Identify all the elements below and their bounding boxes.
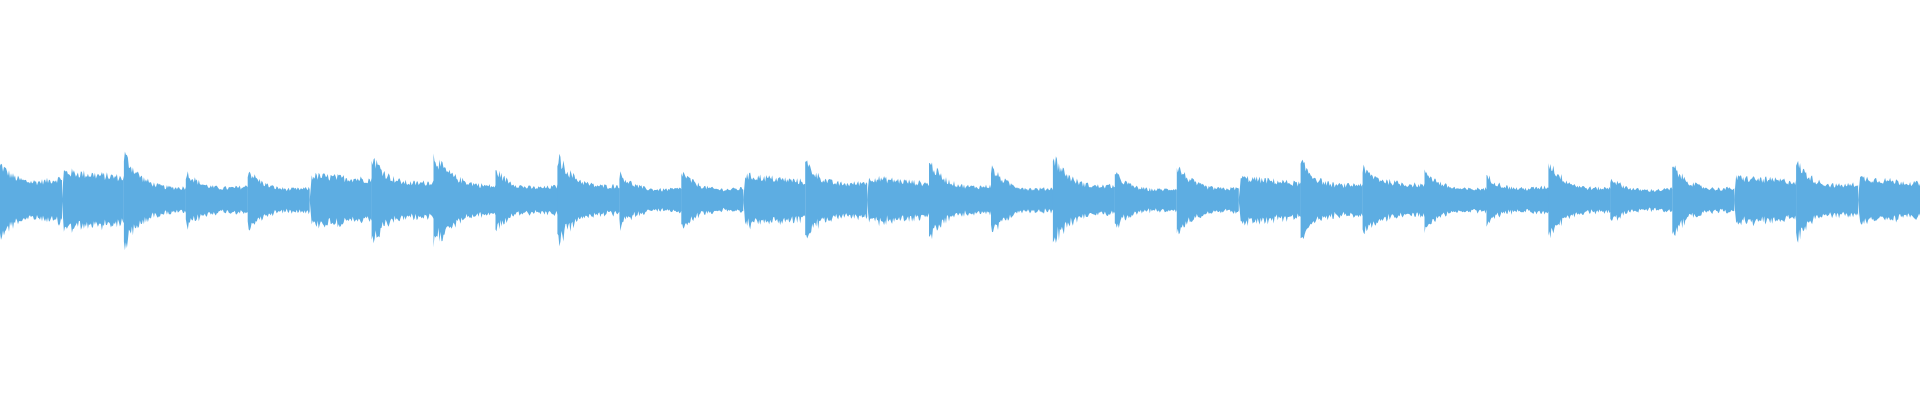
waveform-segment [991,165,1053,233]
waveform-segment [1734,175,1797,227]
waveform-segment [371,158,434,244]
waveform-segment [1176,166,1239,235]
waveform-segment [1052,156,1115,243]
waveform-segment [805,160,868,239]
waveform-segment [1858,176,1920,225]
waveform-segment [743,172,806,230]
waveform-segment [1672,165,1735,236]
waveform-segment [1238,175,1301,226]
waveform-segment [929,162,991,240]
waveform-segment [1300,159,1363,240]
waveform-segment [867,175,930,227]
waveform-segment [495,170,558,232]
waveform-segment [1424,169,1487,234]
waveform-segment [557,153,620,247]
waveform-segment [1796,160,1859,243]
waveform-segment [0,163,62,240]
waveform-segment [61,168,124,233]
waveform-segment [309,172,372,229]
waveform-segment [619,171,682,231]
waveform-segment [123,151,186,251]
waveform-segment [1362,164,1425,235]
waveform-segment [1610,178,1673,221]
waveform-segment [681,171,744,229]
waveform-segment [1114,172,1177,228]
waveform-segment [1486,174,1549,227]
waveform-segment [433,153,496,248]
waveform-segment [1548,163,1611,239]
waveform-segment [185,171,248,230]
waveform-segment [247,171,310,231]
waveform-segments [0,151,1920,251]
